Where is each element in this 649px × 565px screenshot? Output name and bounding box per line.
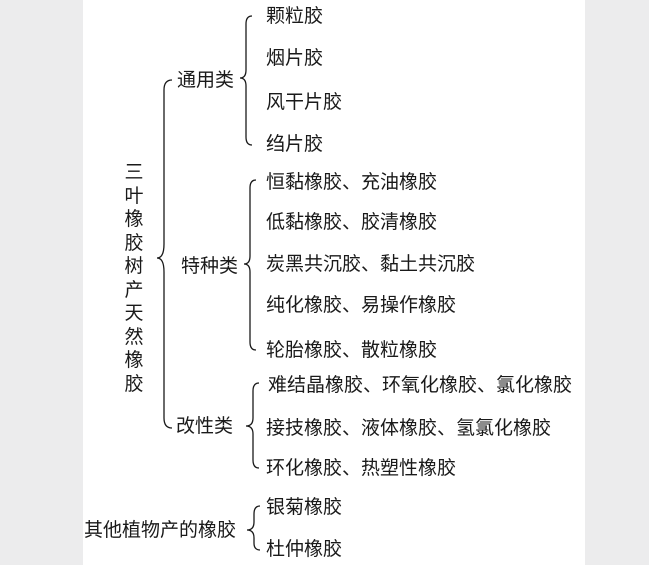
modified-item: 难结晶橡胶、环氧化橡胶、氯化橡胶	[268, 374, 573, 396]
brace-special	[243, 179, 257, 351]
general-item: 烟片胶	[266, 47, 324, 69]
special-item: 纯化橡胶、易操作橡胶	[266, 294, 457, 316]
modified-item: 环化橡胶、热塑性橡胶	[266, 457, 457, 479]
general-item: 绉片胶	[266, 133, 324, 155]
diagram-panel	[83, 0, 585, 565]
special-item: 低黏橡胶、胶清橡胶	[266, 211, 438, 233]
category-modified-label: 改性类	[176, 415, 234, 437]
other-item: 杜仲橡胶	[266, 538, 343, 560]
special-item: 恒黏橡胶、充油橡胶	[266, 171, 438, 193]
general-item: 风干片胶	[266, 91, 343, 113]
brace-root-natural	[156, 79, 173, 429]
category-general-label: 通用类	[177, 69, 235, 91]
brace-other	[246, 505, 261, 551]
brace-modified	[245, 382, 260, 469]
other-item: 银菊橡胶	[266, 496, 343, 518]
special-item: 炭黑共沉胶、黏土共沉胶	[266, 253, 476, 275]
special-item: 轮胎橡胶、散粒橡胶	[266, 339, 438, 361]
brace-general	[239, 15, 253, 146]
root-other-plant-rubber-label: 其他植物产的橡胶	[84, 519, 237, 541]
root-natural-rubber-label: 三叶橡胶树产天然橡胶	[124, 161, 144, 395]
category-special-label: 特种类	[181, 255, 239, 277]
modified-item: 接技橡胶、液体橡胶、氢氯化橡胶	[266, 417, 552, 439]
general-item: 颗粒胶	[266, 5, 324, 27]
